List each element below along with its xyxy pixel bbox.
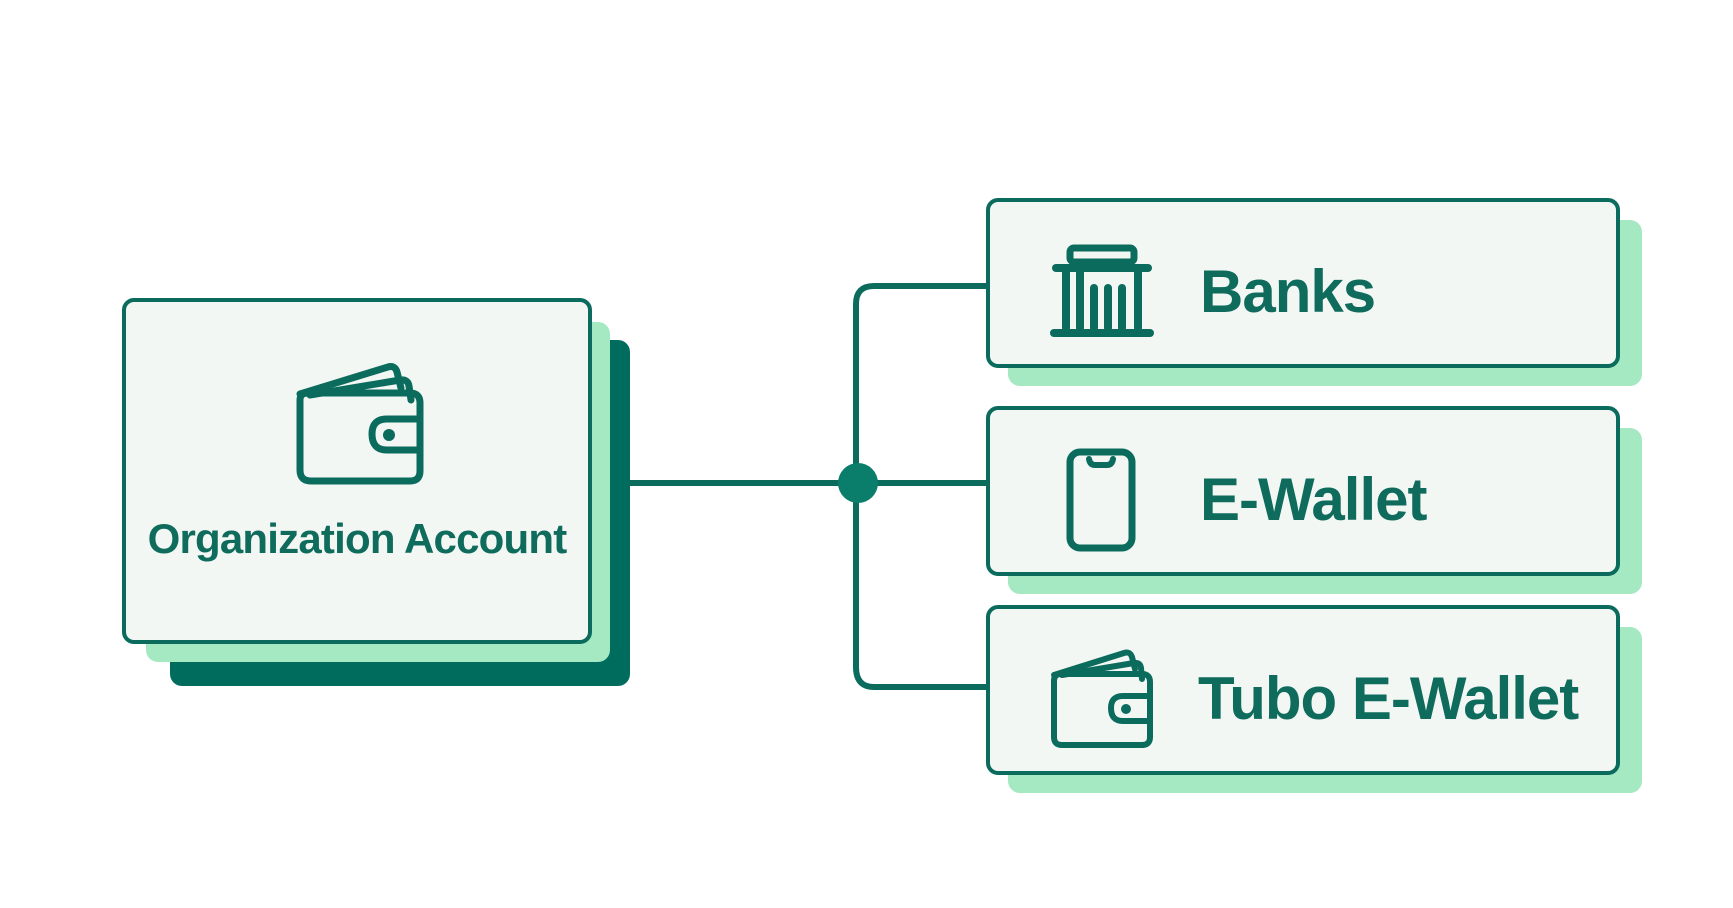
tubo-ewallet-label: Tubo E-Wallet xyxy=(1198,665,1579,732)
ewallet-card: E-Wallet xyxy=(986,406,1644,602)
wallet-icon xyxy=(1050,649,1154,748)
organization-card-face: Organization Account xyxy=(122,298,592,644)
bank-icon xyxy=(1050,244,1154,340)
smartphone-icon xyxy=(1050,448,1154,552)
wallet-icon xyxy=(296,363,426,485)
tubo-ewallet-card: Tubo E-Wallet xyxy=(986,605,1644,801)
organization-account-card: Organization Account xyxy=(122,298,632,688)
banks-card-face: Banks xyxy=(986,198,1620,368)
banks-connector-line xyxy=(853,283,989,486)
banks-card: Banks xyxy=(986,198,1644,394)
tubo-ewallet-card-face: Tubo E-Wallet xyxy=(986,605,1620,775)
banks-label: Banks xyxy=(1200,258,1376,325)
tubo-connector-line xyxy=(853,480,989,690)
organization-account-label: Organization Account xyxy=(147,515,568,562)
ewallet-label: E-Wallet xyxy=(1200,466,1427,533)
ewallet-card-face: E-Wallet xyxy=(986,406,1620,576)
junction-dot xyxy=(838,463,878,503)
